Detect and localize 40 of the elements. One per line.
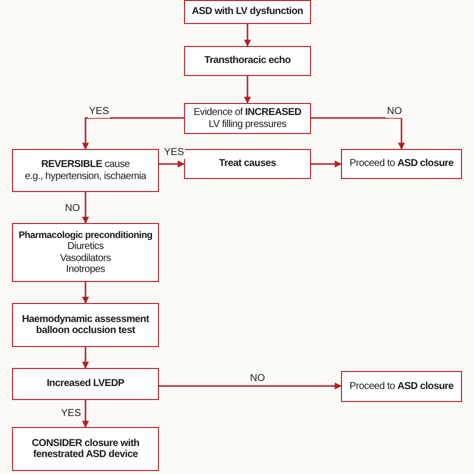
edge-label: NO: [386, 106, 403, 118]
box-text: Evidence of INCREASED LV filling pressures: [192, 107, 302, 130]
process-box: [184, 149, 311, 179]
box-text: ASD with LV dysfunction: [192, 6, 304, 18]
process-box: [184, 103, 311, 134]
arrow: [82, 400, 89, 428]
arrow: [244, 76, 251, 104]
box-text: Pharmacologic preconditioning: [18, 230, 152, 241]
box-text: Transthoracic echo: [204, 55, 291, 67]
box-text: Proceed to ASD closure: [349, 380, 454, 392]
edge-label: YES: [88, 106, 110, 118]
box-text: REVERSIBLE cause: [41, 159, 130, 170]
box-text: Inotropes: [66, 264, 105, 276]
arrow: [82, 117, 184, 150]
box-text: Treat causes: [219, 158, 276, 170]
box-text: e.g., hypertension, ischaemia: [24, 170, 146, 182]
arrow: [311, 160, 342, 168]
arrow: [82, 192, 89, 224]
arrow: [82, 282, 89, 304]
process-box: [12, 303, 159, 347]
box-text: Haemodynamic assessment balloon occlusion test: [20, 314, 150, 336]
box-text: Proceed to ASD closure: [349, 158, 454, 170]
box-text: CONSIDER closure with fenestrated ASD device: [30, 438, 140, 460]
process-box: [12, 223, 159, 282]
process-box: [12, 427, 159, 471]
process-box: [12, 149, 159, 192]
process-box: [184, 46, 311, 76]
process-box: [12, 368, 159, 400]
arrow: [159, 160, 185, 168]
arrow: [82, 347, 89, 369]
process-box: [341, 371, 462, 402]
process-box: [184, 0, 311, 24]
box-text: Vasodilators: [60, 252, 111, 264]
arrow: [159, 382, 342, 390]
box-text: Increased LVEDP: [46, 378, 124, 390]
arrow: [311, 117, 405, 150]
process-box: [341, 149, 462, 179]
edge-label: YES: [163, 147, 186, 159]
arrow: [244, 24, 251, 47]
box-text: Diuretics: [67, 241, 104, 252]
